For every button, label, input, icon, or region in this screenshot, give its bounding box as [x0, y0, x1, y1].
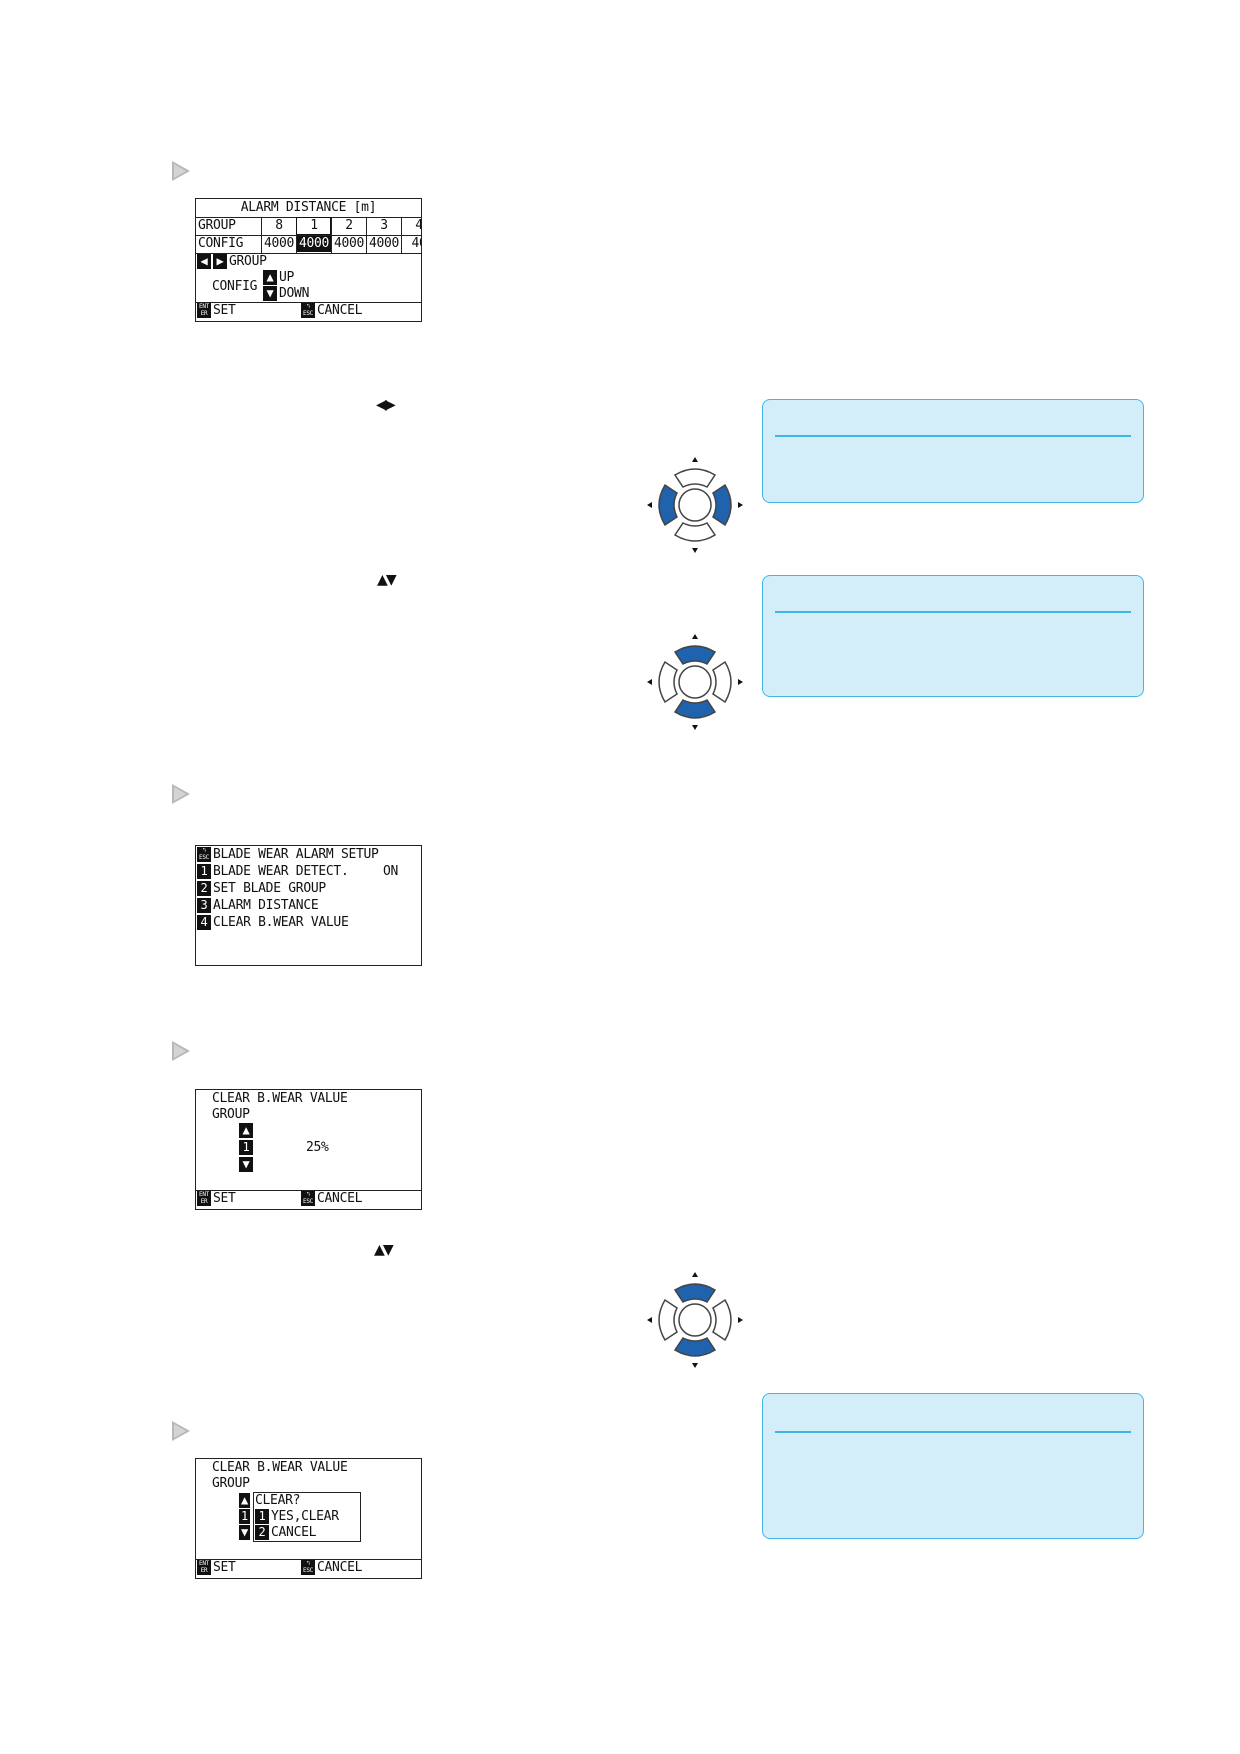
row-label-group: GROUP — [198, 218, 236, 233]
note-box-3 — [762, 1393, 1144, 1539]
up-hint-label: UP — [279, 270, 295, 285]
selected-group-highlight — [296, 217, 331, 235]
left-right-key-icon: ◀▶ — [376, 394, 396, 415]
config-cell: 4000 — [297, 236, 331, 252]
down-hint-label: DOWN — [279, 286, 310, 301]
footer-set-label: SET — [213, 1191, 236, 1206]
step-arrow-icon — [172, 784, 190, 804]
dialog-title: CLEAR? — [255, 1493, 301, 1508]
note-box-2 — [762, 575, 1144, 697]
esc-key-icon: ↰ESC — [301, 303, 315, 318]
group-down-icon: ▼ — [239, 1525, 252, 1541]
menu-title-label: BLADE WEAR ALARM SETUP — [213, 847, 379, 862]
clear-title: CLEAR B.WEAR VALUE — [212, 1091, 348, 1106]
footer-cancel-label: CANCEL — [317, 1560, 363, 1575]
group-cell: 3 — [380, 218, 388, 233]
menu-item-value: ON — [383, 864, 399, 879]
group-up-icon: ▲ — [239, 1123, 255, 1139]
step-arrow-icon — [172, 1421, 190, 1441]
down-arrow-icon: ▼ — [263, 286, 277, 301]
keypad-left-right-icon — [647, 457, 743, 553]
keypad-up-down-icon — [647, 634, 743, 730]
menu-item-number: 1 — [197, 864, 211, 879]
step-arrow-icon — [172, 161, 190, 181]
right-arrow-icon: ▶ — [213, 254, 227, 269]
menu-item-number: 3 — [197, 898, 211, 913]
up-down-key-icon: ▲▼ — [374, 1239, 394, 1260]
menu-item-number: 4 — [197, 915, 211, 930]
esc-key-icon: ↰ESC — [301, 1191, 315, 1206]
option-cancel-label: CANCEL — [271, 1525, 317, 1540]
up-hint: ▲UP — [263, 270, 294, 286]
config-cell: 4000 — [368, 236, 400, 251]
footer-cancel-label: CANCEL — [317, 1191, 363, 1206]
step-arrow-icon — [172, 1041, 190, 1061]
esc-key-icon: ↰ESC — [197, 847, 211, 862]
up-arrow-icon: ▲ — [263, 270, 277, 285]
menu-item-number: 2 — [197, 881, 211, 896]
lcd-title: ALARM DISTANCE [m] — [240, 200, 377, 215]
config-cell: 40 — [411, 236, 421, 251]
wear-percent: 25% — [306, 1140, 329, 1155]
group-cell: 8 — [275, 218, 283, 233]
group-cell: 1 — [310, 218, 318, 233]
up-down-key-icon: ▲▼ — [377, 569, 397, 590]
config-hint-label: CONFIG — [212, 279, 258, 294]
group-cell: 2 — [345, 218, 353, 233]
down-hint: ▼DOWN — [263, 286, 309, 302]
group-hint: ◀▶GROUP — [197, 254, 267, 270]
group-cell: 4 — [402, 218, 421, 234]
group-up-icon: ▲ — [239, 1493, 252, 1509]
group-label: GROUP — [212, 1107, 250, 1122]
menu-item-label: BLADE WEAR DETECT. — [213, 864, 349, 879]
clear-title: CLEAR B.WEAR VALUE — [212, 1460, 348, 1475]
group-down-icon: ▼ — [239, 1157, 255, 1173]
left-arrow-icon: ◀ — [197, 254, 211, 269]
group-value: 1 — [239, 1140, 255, 1156]
group-hint-label: GROUP — [229, 254, 267, 269]
group-label: GROUP — [212, 1476, 250, 1491]
note-box-1 — [762, 399, 1144, 503]
keypad-up-down-icon — [647, 1272, 743, 1368]
footer-cancel-label: CANCEL — [317, 303, 363, 318]
row-label-config: CONFIG — [198, 236, 244, 251]
menu-item-label: SET BLADE GROUP — [213, 881, 326, 896]
esc-key-icon: ↰ESC — [301, 1560, 315, 1575]
menu-item-label: ALARM DISTANCE — [213, 898, 319, 913]
lcd-alarm-distance-screen: ALARM DISTANCE [m] GROUP CONFIG 8 4000 1 40… — [195, 198, 422, 322]
config-cell: 4000 — [333, 236, 365, 251]
menu-item-label: CLEAR B.WEAR VALUE — [213, 915, 349, 930]
footer-set-label: SET — [213, 303, 236, 318]
option-yes-label: YES,CLEAR — [271, 1509, 339, 1524]
config-cell: 4000 — [263, 236, 295, 251]
group-value: 1 — [239, 1509, 252, 1525]
footer-set-label: SET — [213, 1560, 236, 1575]
